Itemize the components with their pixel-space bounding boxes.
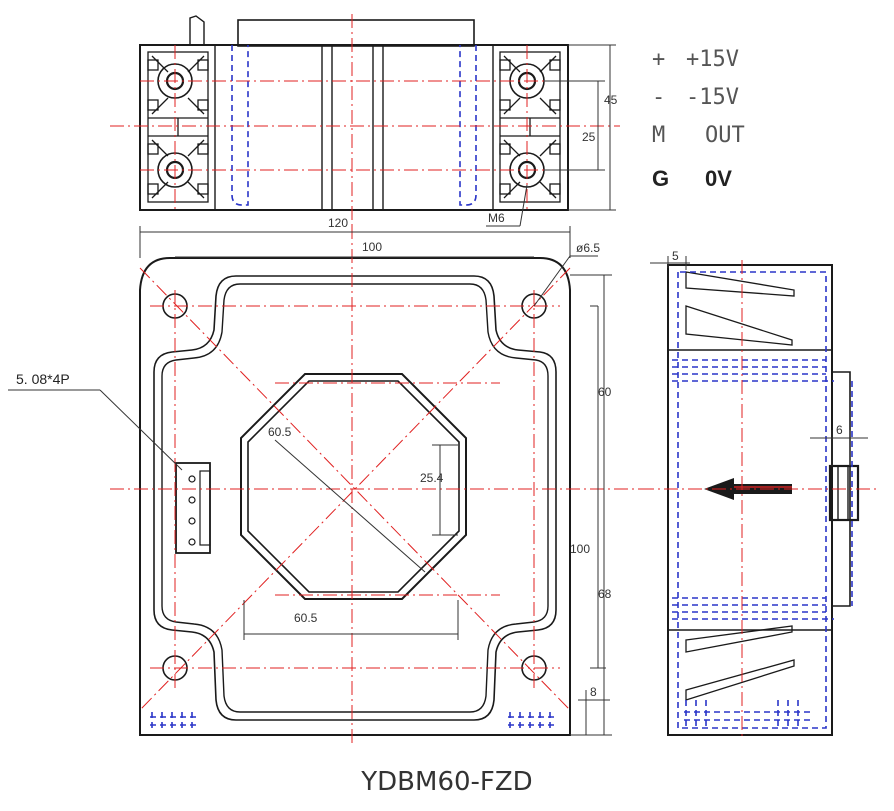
pin-symbol-2: - bbox=[652, 85, 665, 110]
model-caption: YDBM60-FZD bbox=[360, 767, 532, 797]
pin-legend: + +15V - -15V M OUT G 0V bbox=[652, 47, 745, 191]
top-view: 45 25 M6 bbox=[110, 14, 620, 230]
dim-window-width: 60.5 bbox=[294, 611, 318, 625]
signal-connector bbox=[175, 462, 211, 554]
dim-base-8: 8 bbox=[590, 685, 597, 699]
connector-label: 5. 08*4P bbox=[16, 371, 70, 387]
dim-lower-68: 68 bbox=[598, 587, 612, 601]
dim-pitch-25: 25 bbox=[582, 130, 596, 144]
dim-hole-pitch-100: 100 bbox=[362, 240, 382, 254]
side-view: 5 6 bbox=[640, 249, 880, 740]
dim-boss-6: 6 bbox=[836, 423, 843, 437]
mounting-hole bbox=[162, 293, 547, 681]
pin-symbol-1: + bbox=[652, 47, 665, 72]
dim-hole-diameter: ø6.5 bbox=[576, 241, 600, 255]
pin-signal-4: 0V bbox=[705, 166, 732, 191]
dim-window-diagonal: 60.5 bbox=[268, 425, 292, 439]
pin-signal-3: OUT bbox=[705, 123, 745, 148]
dim-height-45: 45 bbox=[604, 93, 618, 107]
pin-signal-2: -15V bbox=[686, 85, 739, 110]
dim-width-120: 120 bbox=[328, 216, 348, 230]
dim-height-pitch-100: 100 bbox=[570, 542, 590, 556]
dim-connector-25-4: 25.4 bbox=[420, 471, 444, 485]
thread-label: M6 bbox=[488, 211, 505, 225]
pin-symbol-4: G bbox=[652, 166, 669, 191]
pin-symbol-3: M bbox=[652, 123, 665, 148]
front-view: 120 100 ø6.5 60.5 60.5 25.4 60 68 100 8 … bbox=[8, 216, 640, 745]
dim-upper-60: 60 bbox=[598, 385, 612, 399]
pin-signal-1: +15V bbox=[686, 47, 739, 72]
dim-top-5: 5 bbox=[672, 249, 679, 263]
